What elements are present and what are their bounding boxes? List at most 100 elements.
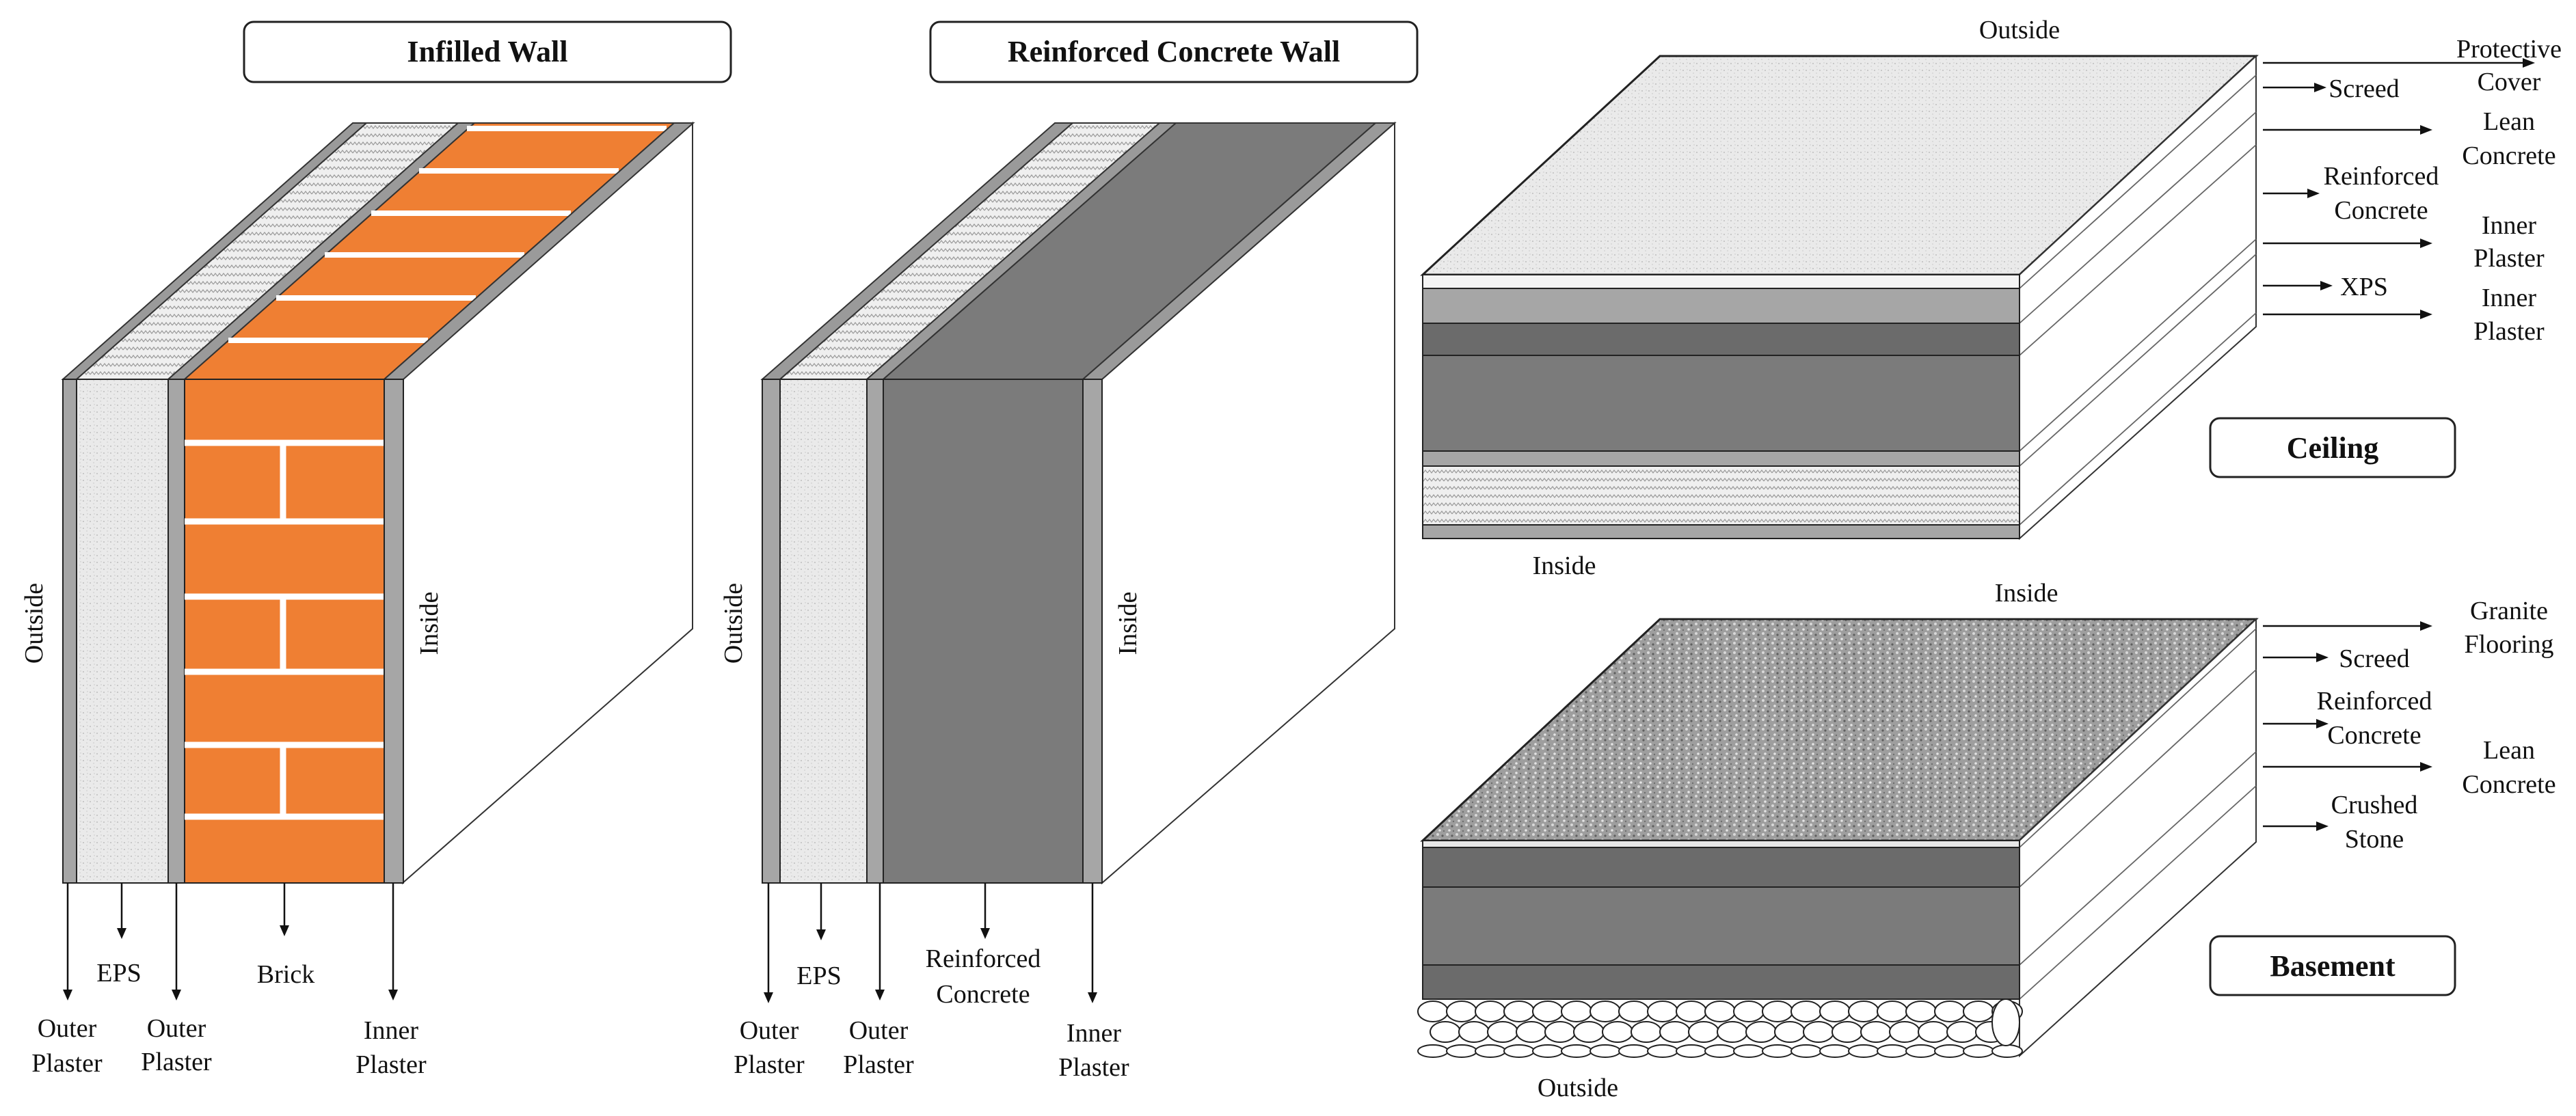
- stone: [1963, 1044, 1994, 1058]
- ceiling-protective-cover: [1422, 274, 2020, 289]
- basement-crushed-stone: [1417, 998, 2023, 1058]
- stone: [1573, 1021, 1605, 1043]
- rc-wall-label-inner-plaster-b: Plaster: [1058, 1053, 1129, 1082]
- rc-wall-label-outer-plaster-2-b: Plaster: [843, 1050, 914, 1079]
- stone: [1819, 1044, 1851, 1058]
- stone: [1618, 1001, 1650, 1022]
- ceiling-label-inner-plaster-2-b: Plaster: [2473, 317, 2545, 346]
- stone: [1762, 1001, 1793, 1022]
- ceiling-arrows: [2263, 58, 2535, 319]
- ceiling-bottom-label: Inside: [1533, 552, 1596, 580]
- basement-label-reinforced-concrete-a: Reinforced: [2317, 687, 2432, 716]
- stone: [1991, 1044, 2023, 1058]
- stone: [1532, 1001, 1564, 1022]
- stone: [1819, 1001, 1851, 1022]
- infilled-wall: Infilled Wall: [20, 21, 732, 1079]
- basement: Inside Outside Granite Flooring Screed R…: [1417, 579, 2556, 1102]
- stone: [1745, 1021, 1777, 1043]
- rc-wall-label-outer-plaster-1-a: Outer: [740, 1016, 799, 1045]
- infilled-wall-outer-plaster-2: [167, 379, 185, 884]
- stone: [1475, 1001, 1506, 1022]
- infilled-wall-label-outer-plaster-2-b: Plaster: [141, 1048, 212, 1076]
- basement-screed: [1422, 847, 2020, 888]
- stone: [1676, 1044, 1707, 1058]
- rc-wall-outer-plaster-2: [866, 379, 884, 884]
- stone: [1602, 1021, 1633, 1043]
- rc-wall-inside-label: Inside: [1114, 592, 1142, 655]
- stone: [1475, 1044, 1506, 1058]
- ceiling-label-reinforced-concrete-b: Concrete: [2334, 196, 2428, 225]
- stone: [1848, 1001, 1879, 1022]
- stone: [1659, 1021, 1691, 1043]
- basement-bottom-label: Outside: [1538, 1074, 1618, 1102]
- stone: [1946, 1021, 1978, 1043]
- stone: [1544, 1021, 1576, 1043]
- rc-wall-outside-label: Outside: [719, 583, 748, 664]
- ceiling-label-inner-plaster-1-b: Plaster: [2473, 244, 2545, 273]
- stone: [1877, 1044, 1908, 1058]
- stone: [1503, 1044, 1535, 1058]
- stone: [1918, 1021, 1949, 1043]
- stone: [1417, 1001, 1449, 1022]
- basement-top-label: Inside: [1995, 579, 2058, 608]
- infilled-wall-inner-plaster: [384, 379, 404, 884]
- stone: [1487, 1021, 1518, 1043]
- infilled-wall-leader-lines: [63, 883, 398, 1001]
- stone: [1647, 1001, 1678, 1022]
- rc-wall-inner-plaster: [1082, 379, 1103, 884]
- infilled-wall-eps: [76, 379, 169, 884]
- rc-wall-title-box: [929, 21, 1419, 83]
- stone: [1516, 1021, 1547, 1043]
- ceiling-xps: [1422, 465, 2020, 526]
- rc-wall-outer-plaster-1: [762, 379, 781, 884]
- infilled-wall-title-box: [243, 21, 732, 83]
- infilled-wall-label-outer-plaster-2-a: Outer: [147, 1014, 206, 1043]
- rc-wall-title: Reinforced Concrete Wall: [1008, 35, 1340, 68]
- stone: [1860, 1021, 1892, 1043]
- stone: [1561, 1044, 1592, 1058]
- stone: [1790, 1001, 1822, 1022]
- ceiling-title: Ceiling: [2287, 431, 2378, 465]
- basement-lean-concrete: [1422, 964, 2020, 1000]
- basement-label-reinforced-concrete-b: Concrete: [2327, 721, 2421, 750]
- infilled-wall-brick-top-mortar: [228, 126, 667, 343]
- ceiling: Outside Inside Prot: [1420, 16, 2562, 580]
- stone: [1774, 1021, 1806, 1043]
- stone: [1889, 1021, 1920, 1043]
- infilled-wall-brick-mortar: [185, 439, 384, 820]
- basement-title: Basement: [2270, 949, 2396, 983]
- stone: [1717, 1021, 1748, 1043]
- rc-wall-label-concrete-a: Reinforced: [926, 944, 1041, 973]
- ceiling-label-screed: Screed: [2329, 74, 2399, 103]
- infilled-wall-label-inner-plaster-a: Inner: [364, 1016, 419, 1045]
- ceiling-label-reinforced-concrete-a: Reinforced: [2324, 162, 2439, 191]
- stone: [1704, 1044, 1736, 1058]
- ceiling-label-inner-plaster-1-a: Inner: [2482, 211, 2537, 240]
- basement-label-crushed-stone-b: Stone: [2345, 825, 2404, 854]
- stone: [1762, 1044, 1793, 1058]
- ceiling-label-xps: XPS: [2340, 273, 2388, 301]
- stone: [1934, 1044, 1965, 1058]
- stone: [1589, 1044, 1621, 1058]
- basement-label-screed: Screed: [2339, 644, 2409, 673]
- rc-wall: Reinforced Concrete Wall Outside Inside …: [719, 21, 1419, 1082]
- basement-label-lean-concrete-b: Concrete: [2462, 770, 2555, 799]
- ceiling-reinforced-concrete: [1422, 355, 2020, 452]
- infilled-wall-outside-label: Outside: [20, 583, 49, 664]
- infilled-wall-label-outer-plaster-1-a: Outer: [38, 1014, 97, 1043]
- basement-granite-flooring: [1422, 840, 2020, 848]
- stone: [1991, 998, 2020, 1046]
- stone: [1458, 1021, 1490, 1043]
- stone: [1877, 1001, 1908, 1022]
- ceiling-screed: [1422, 288, 2020, 324]
- rc-wall-reinforced-concrete: [883, 379, 1084, 884]
- rc-wall-label-inner-plaster-a: Inner: [1066, 1019, 1122, 1048]
- ceiling-label-protective-cover-a: Protective: [2456, 35, 2562, 64]
- rc-wall-leader-lines: [764, 883, 1097, 1003]
- stone: [1532, 1044, 1564, 1058]
- infilled-wall-inside-label: Inside: [415, 592, 444, 655]
- infilled-wall-outer-plaster-1: [62, 379, 77, 884]
- rc-wall-label-outer-plaster-1-b: Plaster: [734, 1050, 805, 1079]
- rc-wall-label-concrete-b: Concrete: [936, 980, 1030, 1009]
